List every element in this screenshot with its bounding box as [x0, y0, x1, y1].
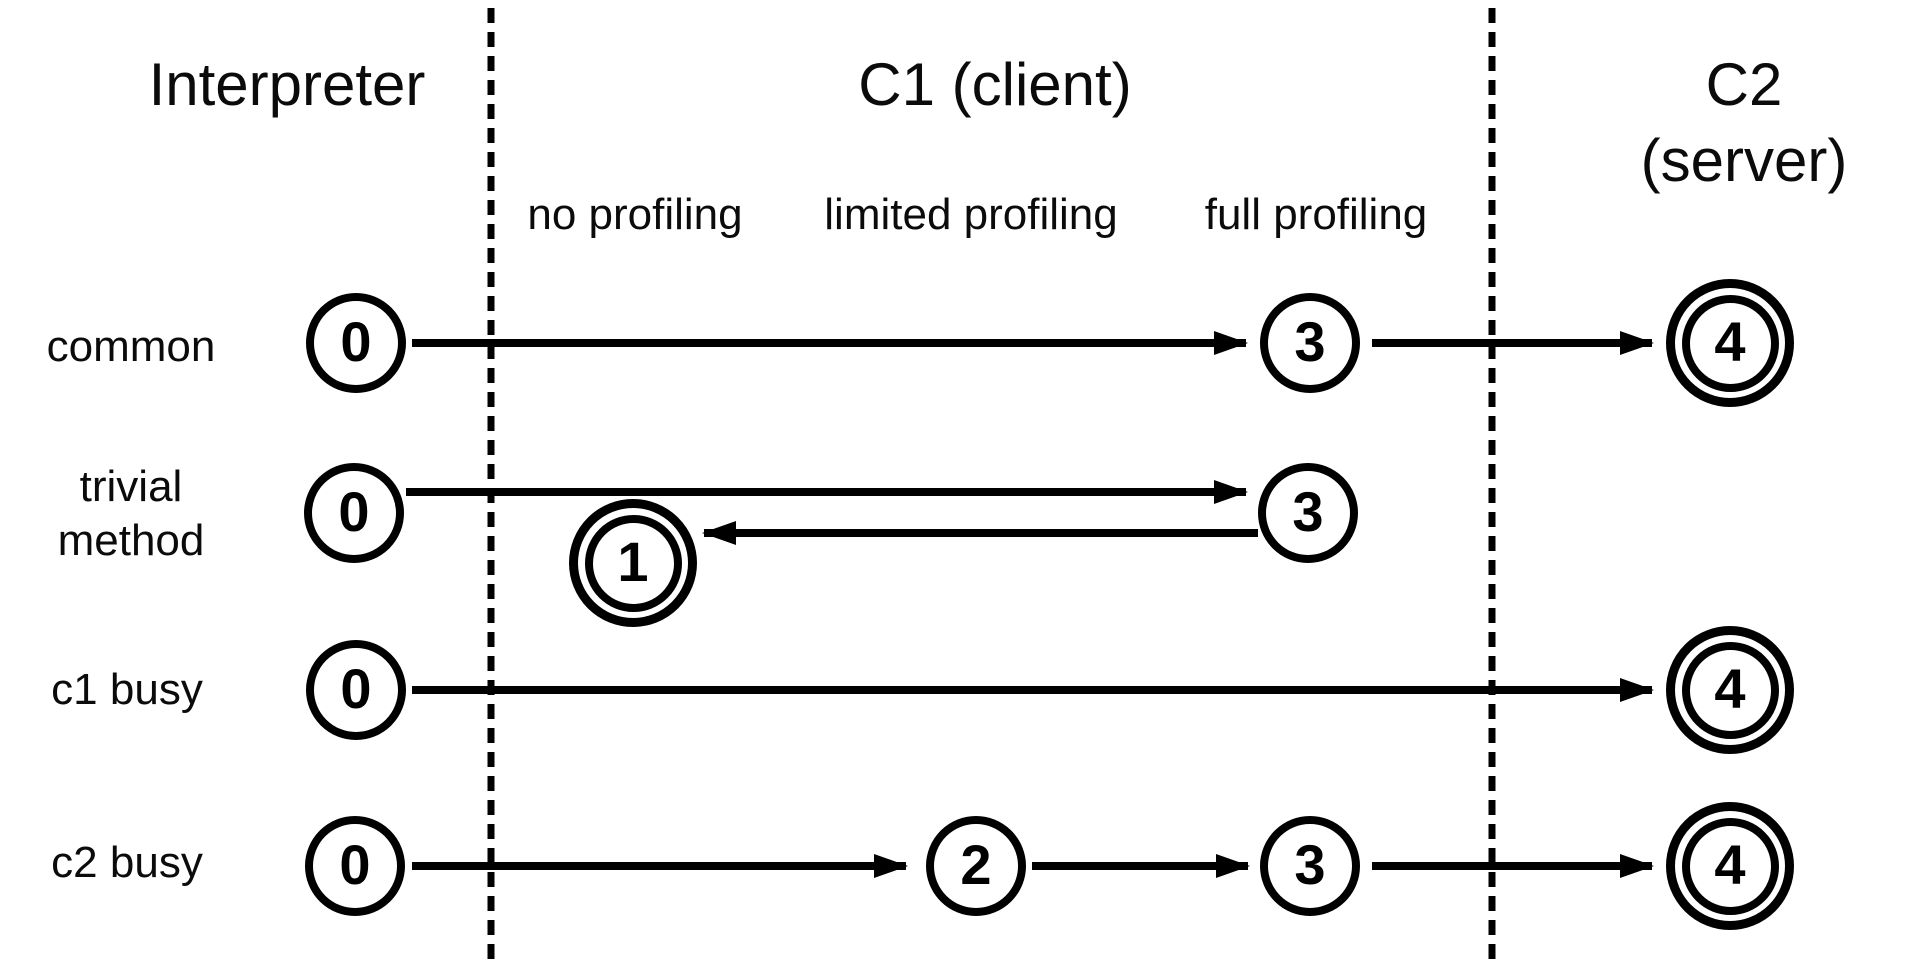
state-node-common-0: 0 [306, 293, 406, 393]
state-node-c1busy-4-final: 4 [1666, 626, 1794, 754]
sublabel-full-profiling: full profiling [1204, 190, 1428, 239]
state-node-trivial-0: 0 [304, 463, 404, 563]
inner-ring: 4 [1681, 817, 1779, 915]
row-label-common: common [46, 322, 216, 371]
state-value: 0 [338, 480, 370, 543]
state-value: 0 [339, 833, 371, 896]
state-value: 1 [617, 530, 649, 593]
row-label-c2-busy: c2 busy [51, 838, 203, 887]
state-value: 0 [340, 310, 372, 373]
state-node-common-3: 3 [1260, 293, 1360, 393]
state-node-trivial-1-final: 1 [569, 499, 697, 627]
state-value: 4 [1714, 833, 1746, 896]
state-node-c2busy-2: 2 [926, 816, 1026, 916]
state-node-common-4-final: 4 [1666, 279, 1794, 407]
state-node-c2busy-3: 3 [1260, 816, 1360, 916]
state-value: 2 [960, 833, 992, 896]
state-node-c2busy-4-final: 4 [1666, 802, 1794, 930]
row-label-c1-busy: c1 busy [51, 665, 203, 714]
state-value: 4 [1714, 657, 1746, 720]
sublabel-limited-profiling: limited profiling [824, 190, 1118, 239]
state-node-c2busy-0: 0 [305, 816, 405, 916]
state-value: 0 [340, 657, 372, 720]
inner-ring: 4 [1681, 294, 1779, 392]
state-value: 3 [1294, 310, 1326, 373]
row-label-trivial-method: trivial method [57, 462, 205, 565]
state-value: 3 [1292, 480, 1324, 543]
inner-ring: 4 [1681, 641, 1779, 739]
state-node-c1busy-0: 0 [306, 640, 406, 740]
state-value: 4 [1714, 310, 1746, 373]
column-title-interpreter: Interpreter [148, 51, 426, 118]
state-value: 3 [1294, 833, 1326, 896]
inner-ring: 1 [584, 514, 682, 612]
sublabel-no-profiling: no profiling [527, 190, 743, 239]
state-node-trivial-3: 3 [1258, 463, 1358, 563]
column-title-c2-server: C2 (server) [1640, 51, 1848, 194]
column-title-c1-client: C1 (client) [858, 51, 1132, 118]
